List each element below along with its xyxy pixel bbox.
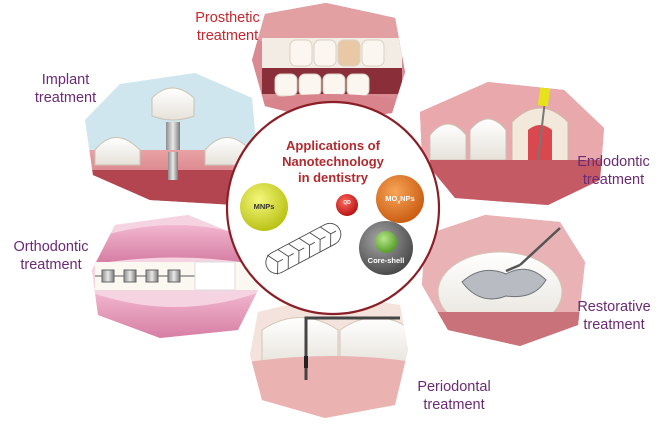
moxnps-label: MOxNPs <box>385 194 415 206</box>
center-title-line-3: in dentistry <box>297 170 369 185</box>
core-shell-label: Core-shell <box>367 256 405 265</box>
restorative-label: Restorative treatment <box>565 298 663 334</box>
restorative-label-line-1: Restorative <box>577 299 651 315</box>
center-title-line-1: Applications of <box>286 138 380 153</box>
moxnps-particle <box>376 175 424 223</box>
restorative-label-line-2: treatment <box>583 317 645 333</box>
qd-particle <box>336 194 358 216</box>
periodontal-label: Periodontal treatment <box>405 378 503 414</box>
center-title: Applications of Nanotechnology in dentis… <box>258 138 408 186</box>
mnps-particle <box>240 183 288 231</box>
center-title-line-2: Nanotechnology <box>282 154 384 169</box>
restorative-panel <box>422 215 585 346</box>
orthodontic-label-line-1: Orthodontic <box>13 239 89 255</box>
endodontic-label: Endodontic treatment <box>566 153 661 189</box>
implant-panel <box>85 73 258 205</box>
orthodontic-label: Orthodontic treatment <box>2 238 100 274</box>
periodontal-panel <box>250 295 408 418</box>
prosthetic-label: Prosthetic treatment <box>180 9 275 45</box>
nanotube-icon <box>265 222 342 275</box>
mnps-label: MNPs <box>253 202 275 211</box>
prosthetic-label-line-2: treatment <box>196 28 259 44</box>
endodontic-panel <box>420 82 604 205</box>
prosthetic-label-line-1: Prosthetic <box>195 10 260 26</box>
endodontic-label-line-1: Endodontic <box>577 154 650 170</box>
periodontal-label-line-2: treatment <box>423 397 485 413</box>
qd-label: QD <box>343 200 351 206</box>
orthodontic-panel <box>92 215 258 338</box>
periodontal-label-line-1: Periodontal <box>417 379 491 395</box>
implant-label-line-2: treatment <box>34 90 97 106</box>
implant-label: Implant treatment <box>18 71 113 107</box>
endodontic-label-line-2: treatment <box>582 172 645 188</box>
orthodontic-label-line-2: treatment <box>20 257 82 273</box>
core-shell-core <box>375 231 397 253</box>
implant-label-line-1: Implant <box>41 72 90 88</box>
